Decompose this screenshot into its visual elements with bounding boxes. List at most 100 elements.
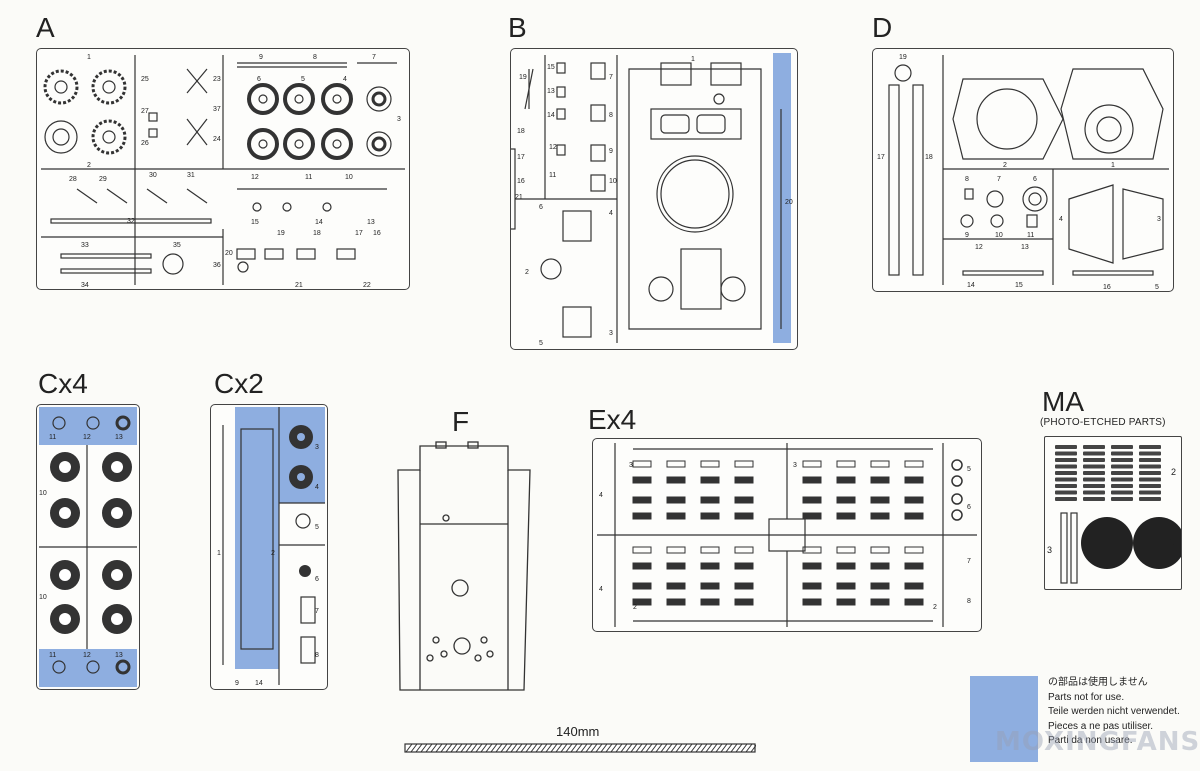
scale-hatch-line	[750, 744, 756, 753]
a-part-7: 7	[372, 54, 376, 61]
d-part-1: 1	[1111, 162, 1115, 169]
scale-hatch-line	[570, 743, 578, 753]
a-part-13: 13	[367, 219, 375, 226]
b-part-17: 17	[517, 154, 525, 161]
a-part-12: 12	[251, 174, 259, 181]
scale-hatch-line	[610, 743, 618, 753]
track-link	[904, 460, 924, 468]
scale-hatch-line	[690, 743, 698, 753]
d-part-12: 12	[975, 244, 983, 251]
a-part-14: 14	[315, 219, 323, 226]
scale-hatch-line	[405, 743, 413, 753]
scale-hatch-line	[475, 743, 483, 753]
pe-track-link	[1083, 477, 1105, 482]
scale-hatch-line	[640, 743, 648, 753]
ma-part-1: 1	[1169, 537, 1174, 547]
scale-hatch-line	[580, 743, 588, 753]
a-part-15: 15	[251, 219, 259, 226]
track-link	[904, 582, 924, 590]
sprue-f-label: F	[452, 406, 470, 437]
e4-part-6: 6	[967, 504, 971, 511]
pe-track-link	[1139, 464, 1161, 469]
sprue-d: 1 2 3 4 5 6 7 8 9 10 11 12 13 14 15 16 1…	[872, 48, 1174, 292]
track-link	[836, 476, 856, 484]
track-link	[836, 512, 856, 520]
track-link	[802, 562, 822, 570]
b-part-20: 20	[785, 199, 793, 206]
pe-track-link	[1083, 445, 1105, 449]
a-part-18: 18	[313, 230, 321, 237]
track-link	[870, 562, 890, 570]
pe-track-link	[1055, 477, 1077, 482]
scale-hatch-line	[660, 743, 668, 753]
a-part-26: 26	[141, 140, 149, 147]
scale-hatch-line	[575, 743, 583, 753]
track-link	[700, 546, 720, 554]
b-part-4: 4	[609, 210, 613, 217]
d-part-5: 5	[1155, 284, 1159, 291]
scale-hatch-line	[505, 743, 513, 753]
d-part-7: 7	[997, 176, 1001, 183]
track-link	[632, 496, 652, 504]
b-part-18: 18	[517, 128, 525, 135]
ma-part-2: 2	[1171, 467, 1176, 477]
a-part-16: 16	[373, 230, 381, 237]
track-link	[802, 582, 822, 590]
track-link	[632, 598, 652, 606]
b-part-12: 12	[549, 144, 557, 151]
ma-mesh-left	[1081, 517, 1133, 569]
legend: の部品は使用しません Parts not for use. Teile werd…	[970, 676, 1182, 766]
sprue-b: 1 2 3 4 5 6 7 8 9 10 11 12 13 14 15 16 1…	[510, 48, 798, 350]
scale-hatch-line	[730, 743, 738, 753]
sprue-e4: 3 3 4 4 5 6 7 8 2 2	[592, 438, 982, 632]
a-part-33: 33	[81, 242, 89, 249]
scale-hatch-line	[545, 743, 553, 753]
pe-track-link	[1139, 477, 1161, 482]
scale-hatch-line	[630, 743, 638, 753]
a-part-21: 21	[295, 282, 303, 289]
sprue-a-label: A	[36, 12, 55, 43]
d-part-10: 10	[995, 232, 1003, 239]
c2-part-1: 1	[217, 550, 221, 557]
sprue-d-drawing: 1 2 3 4 5 6 7 8 9 10 11 12 13 14 15 16 1…	[877, 54, 1169, 291]
a-part-6: 6	[257, 76, 261, 83]
pe-track-link	[1083, 490, 1105, 495]
pe-track-link	[1111, 451, 1133, 456]
track-link	[734, 496, 754, 504]
legend-line-fr: Pieces a ne pas utiliser.	[1048, 720, 1154, 732]
sprue-c2-label: Cx2	[214, 368, 264, 399]
track-link	[700, 582, 720, 590]
pe-track-link	[1111, 490, 1133, 495]
scale-hatch-line	[740, 743, 748, 753]
d-part-9: 9	[965, 232, 969, 239]
track-link	[734, 582, 754, 590]
pe-track-link	[1055, 497, 1077, 501]
watermark: MOXINGFANS.COM	[995, 727, 1200, 757]
scale-hatch-line	[645, 743, 653, 753]
track-link	[666, 546, 686, 554]
track-link	[802, 512, 822, 520]
pe-track-link	[1083, 458, 1105, 462]
pe-track-link	[1139, 484, 1161, 488]
scale-hatch-line	[705, 743, 713, 753]
track-link	[836, 562, 856, 570]
b-part-9: 9	[609, 148, 613, 155]
track-link	[666, 496, 686, 504]
c4-part-12a: 12	[83, 434, 91, 441]
legend-line-jp: の部品は使用しません	[1048, 677, 1148, 688]
scale-hatch-line	[440, 743, 448, 753]
track-link	[700, 476, 720, 484]
scale-hatch-line	[590, 743, 598, 753]
a-part-24: 24	[213, 136, 221, 143]
a-part-37: 37	[213, 106, 221, 113]
pe-track-link	[1111, 471, 1133, 475]
scale-hatch-line	[415, 743, 423, 753]
e4-part-4b: 4	[599, 586, 603, 593]
legend-line-it: Parti da non usare.	[1048, 735, 1133, 746]
scale-hatch-line	[420, 743, 428, 753]
scale-hatch-line	[745, 743, 753, 753]
track-link	[904, 562, 924, 570]
scale-hatch-line	[735, 743, 743, 753]
d-part-6: 6	[1033, 176, 1037, 183]
scale-hatch-line	[480, 743, 488, 753]
